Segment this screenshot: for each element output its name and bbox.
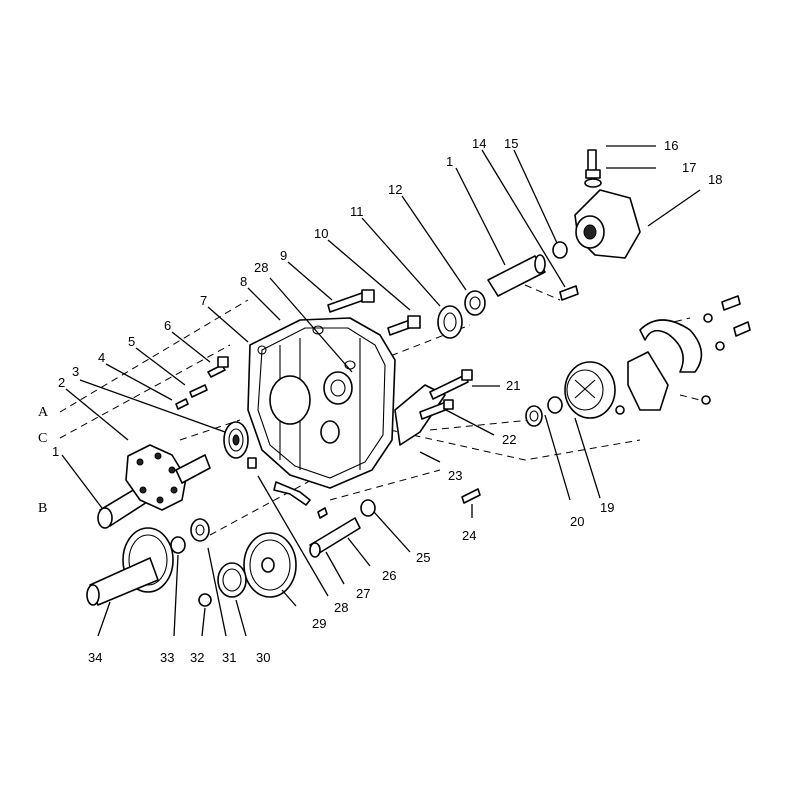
hub-18 xyxy=(574,149,641,259)
gear-29 xyxy=(243,532,297,598)
callout-31: 31 xyxy=(222,650,236,665)
gear-34-shaft xyxy=(86,527,174,606)
washers-31-32-33 xyxy=(170,518,212,607)
belt-guard xyxy=(615,295,751,415)
callout-18: 18 xyxy=(708,172,722,187)
callout-26: 26 xyxy=(382,568,396,583)
callout-28: 28 xyxy=(254,260,268,275)
callout-28: 28 xyxy=(334,600,348,615)
callout-16: 16 xyxy=(664,138,678,153)
callout-22: 22 xyxy=(502,432,516,447)
callout-1: 1 xyxy=(446,154,453,169)
callout-labels: 1 1 2 3 4 5 6 7 8 9 10 11 12 14 15 16 17… xyxy=(38,136,722,665)
callout-33: 33 xyxy=(160,650,174,665)
callout-30: 30 xyxy=(256,650,270,665)
callout-11: 11 xyxy=(350,204,364,219)
callout-32: 32 xyxy=(190,650,204,665)
reference-letter-c: C xyxy=(38,431,47,446)
gearbox-housing xyxy=(247,317,396,506)
callout-8: 8 xyxy=(240,274,247,289)
callout-5: 5 xyxy=(128,334,135,349)
callout-7: 7 xyxy=(200,293,207,308)
callout-10: 10 xyxy=(314,226,328,241)
reference-letter-b: B xyxy=(38,501,47,516)
leader-lines xyxy=(61,145,701,637)
callout-17: 17 xyxy=(682,160,696,175)
callout-14: 14 xyxy=(472,136,486,151)
callout-20: 20 xyxy=(570,514,584,529)
callout-12: 12 xyxy=(388,182,402,197)
callout-34: 34 xyxy=(88,650,102,665)
callout-23: 23 xyxy=(448,468,462,483)
callout-24: 24 xyxy=(462,528,476,543)
callout-19: 19 xyxy=(600,500,614,515)
bolts xyxy=(175,289,421,410)
bracket-22 xyxy=(394,369,481,504)
bearings-pin-key xyxy=(437,241,579,339)
output-shaft-flange xyxy=(97,444,211,529)
callout-21: 21 xyxy=(506,378,520,393)
bearing-3 xyxy=(223,421,249,459)
callout-6: 6 xyxy=(164,318,171,333)
callout-3: 3 xyxy=(72,364,79,379)
callout-27: 27 xyxy=(356,586,370,601)
reference-letter-a: A xyxy=(38,405,49,420)
idler-shaft xyxy=(309,499,376,558)
pulley-19 xyxy=(525,361,616,427)
callout-4: 4 xyxy=(98,350,105,365)
dowel-28 xyxy=(247,457,257,469)
callout-1: 1 xyxy=(52,444,59,459)
callout-29: 29 xyxy=(312,616,326,631)
callout-9: 9 xyxy=(280,248,287,263)
callout-15: 15 xyxy=(504,136,518,151)
callout-2: 2 xyxy=(58,375,65,390)
gear-30 xyxy=(217,562,247,598)
callout-25: 25 xyxy=(416,550,430,565)
